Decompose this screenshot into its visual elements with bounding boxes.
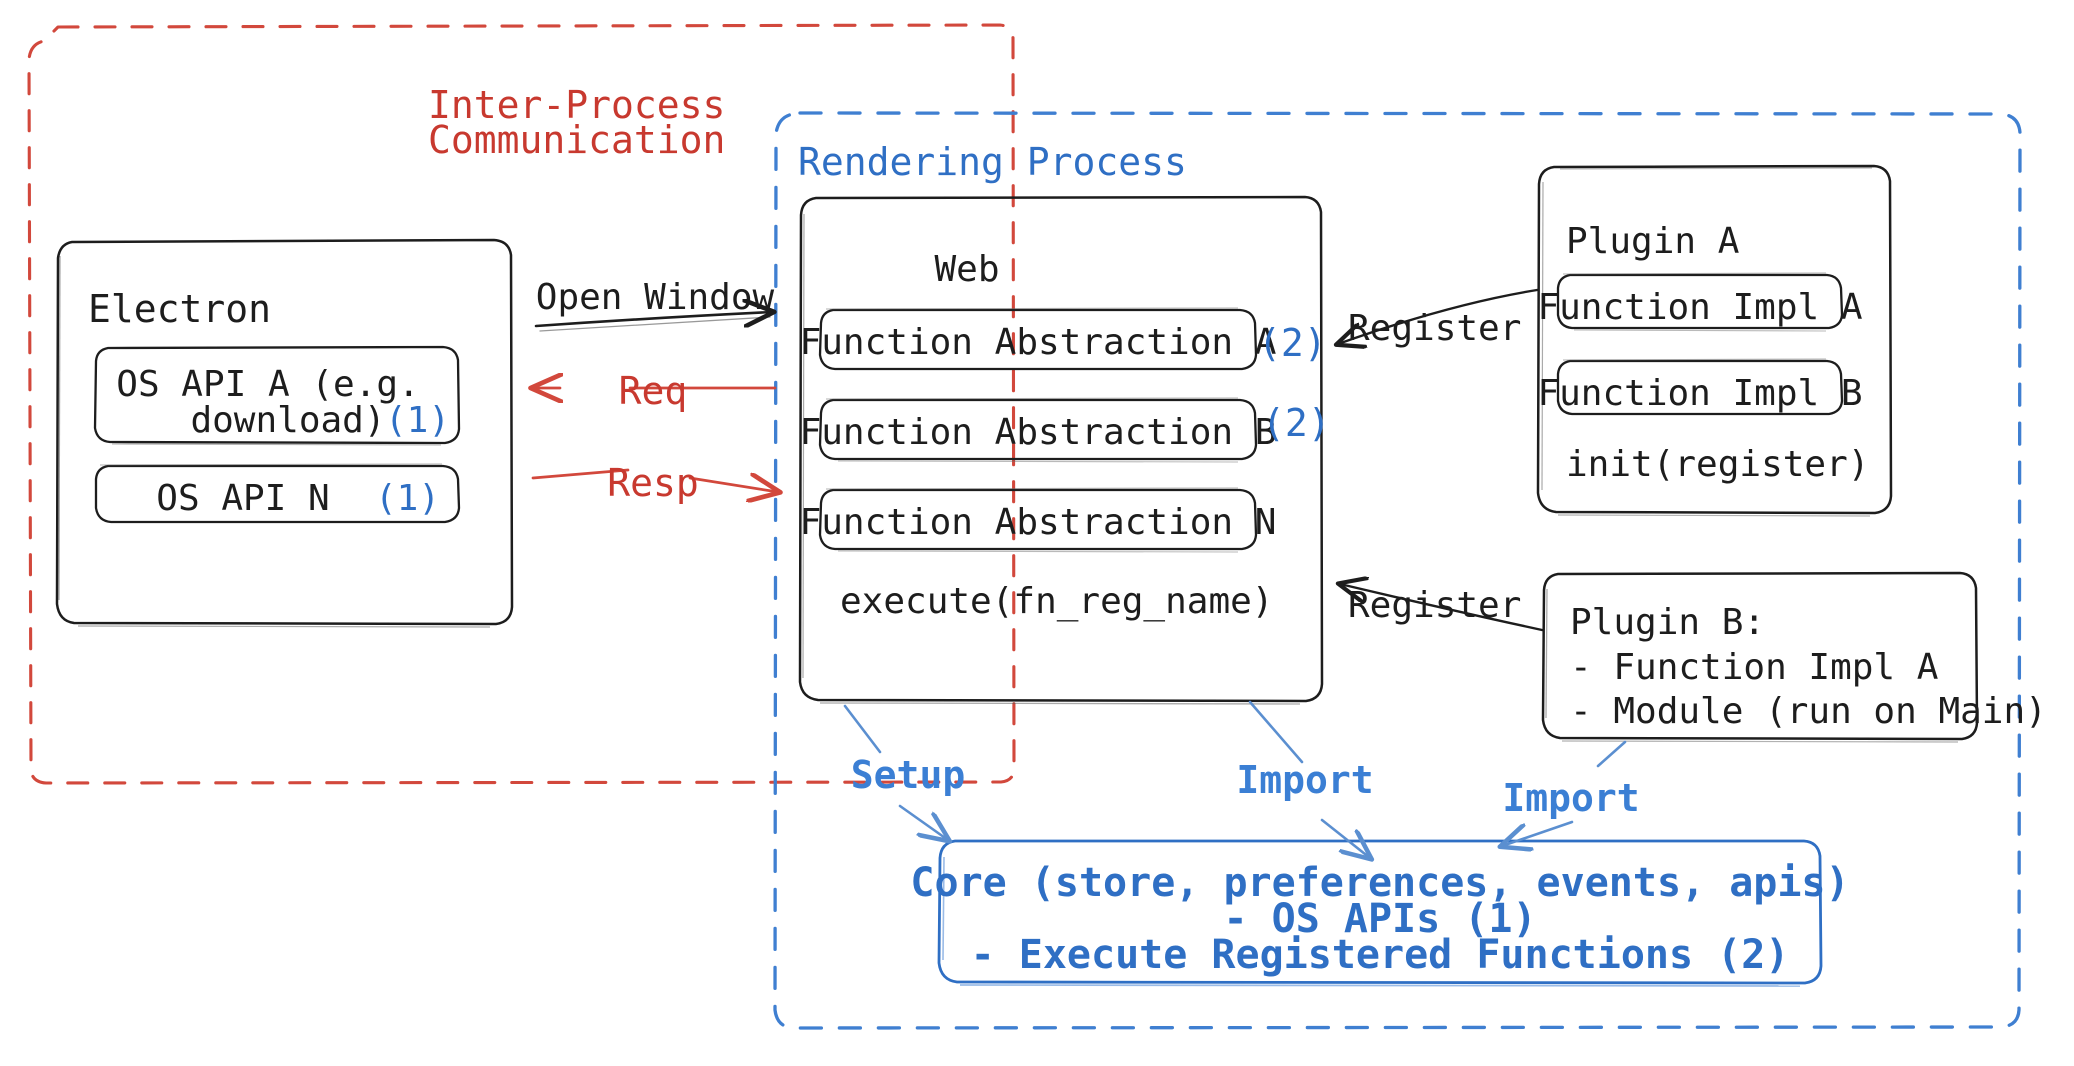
edge-import-plugin-b-label: Import <box>1502 776 1640 820</box>
function-impl-a-box-outline <box>1556 272 1844 332</box>
os-api-a-box-outline <box>93 345 461 446</box>
ipc-container-label-line2: Communication <box>428 118 726 162</box>
edge-req-label: Req <box>618 369 688 413</box>
ipc-container-label: Inter-Process <box>428 83 726 127</box>
function-abstraction-n-label: Function Abstraction N <box>799 502 1277 543</box>
plugin-a-title: Plugin A <box>1566 221 1740 262</box>
edge-import-web-label: Import <box>1236 758 1374 802</box>
function-impl-b-box-outline <box>1556 358 1844 416</box>
edge-register-a <box>1338 288 1539 344</box>
os-api-a-label-line2: download) <box>190 400 386 441</box>
os-api-n-label: OS API N <box>156 478 330 519</box>
plugin-a-footer: init(register) <box>1566 444 1870 485</box>
os-api-n-box-outline <box>94 463 461 524</box>
edge-import-plugin-b <box>1502 740 1627 846</box>
plugin-b-title: Plugin B: <box>1570 602 1766 643</box>
plugin-a-box-outline <box>1536 164 1893 517</box>
function-abstraction-a-marker: (2) <box>1258 321 1327 365</box>
core-line-2: - OS APIs (1) <box>1223 896 1537 942</box>
rendering-process-container-outline <box>773 111 2022 1030</box>
rendering-process-label: Rendering Process <box>798 140 1187 184</box>
edge-resp-label: Resp <box>607 461 699 505</box>
function-abstraction-a-label: Function Abstraction A <box>799 322 1277 363</box>
core-line-3: - Execute Registered Functions (2) <box>970 932 1790 978</box>
edge-register-b-label: Register <box>1348 585 1522 626</box>
function-abstraction-b-marker: (2) <box>1262 401 1331 445</box>
plugin-b-box-outline <box>1541 571 1979 743</box>
edge-setup-label: Setup <box>850 753 966 797</box>
edge-register-a-label: Register <box>1348 308 1522 349</box>
edge-open-window <box>534 312 772 332</box>
function-abstraction-n-box-outline <box>818 487 1258 553</box>
web-title: Web <box>934 249 1000 290</box>
edge-import-web <box>1248 700 1370 858</box>
os-api-a-label: OS API A (e.g. <box>116 364 420 405</box>
edge-open-window-label: Open Window <box>535 277 775 318</box>
electron-box-outline <box>55 238 514 628</box>
function-abstraction-b-box-outline <box>818 397 1258 463</box>
electron-title: Electron <box>88 287 272 331</box>
edge-register-b <box>1340 584 1544 632</box>
plugin-impl-b-label: Function Impl B <box>1537 373 1863 414</box>
plugin-b-line-1: - Function Impl A <box>1570 647 1939 688</box>
edge-resp <box>531 468 778 492</box>
os-api-a-marker: (1) <box>385 400 451 441</box>
plugin-b-line-2: - Module (run on Main) <box>1570 691 2047 732</box>
web-box-outline <box>798 195 1324 705</box>
edge-setup <box>843 704 948 840</box>
function-abstraction-b-label: Function Abstraction B <box>799 412 1277 453</box>
core-box-outline <box>937 839 1823 987</box>
web-footer: execute(fn_reg_name) <box>840 581 1274 622</box>
plugin-impl-a-label: Function Impl A <box>1537 287 1863 328</box>
core-line-1: Core (store, preferences, events, apis) <box>910 860 1850 906</box>
ipc-container-outline <box>27 23 1016 785</box>
os-api-n-marker: (1) <box>375 478 441 519</box>
function-abstraction-a-box-outline <box>818 307 1258 371</box>
